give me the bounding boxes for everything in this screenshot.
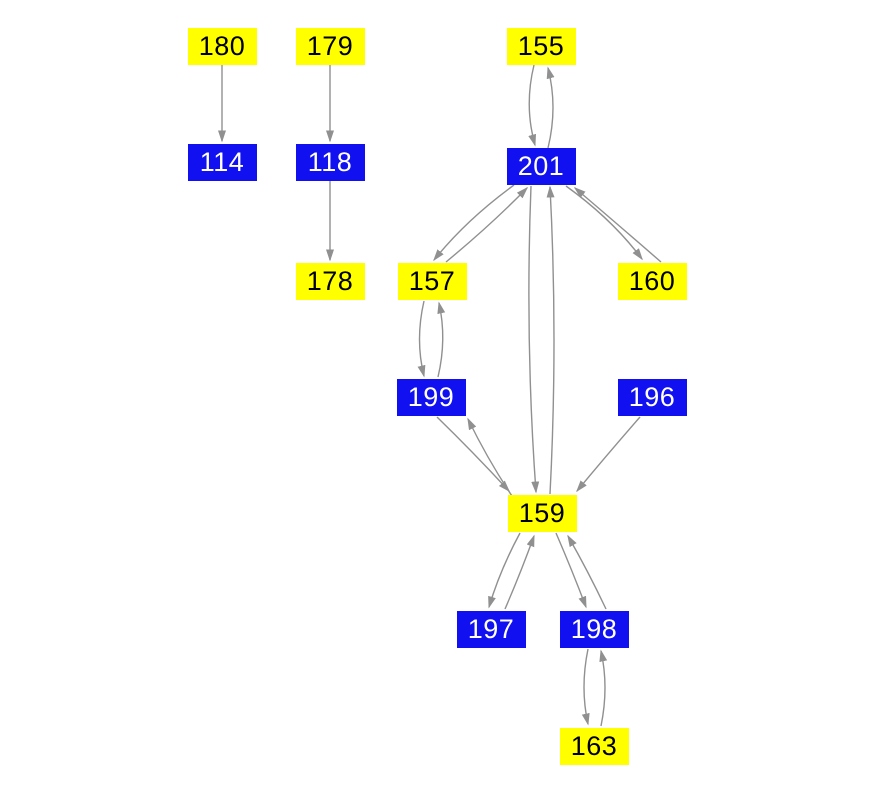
edge-157-201 — [445, 186, 529, 263]
node-201: 201 — [506, 147, 576, 185]
edge-159-197 — [488, 532, 521, 609]
node-179: 179 — [295, 27, 365, 65]
edge-160-201 — [573, 187, 662, 263]
edge-201-159 — [528, 185, 540, 494]
node-198: 198 — [559, 610, 629, 648]
node-157: 157 — [397, 262, 467, 300]
node-159: 159 — [507, 494, 577, 532]
edge-201-155 — [546, 66, 555, 149]
node-160: 160 — [617, 262, 687, 300]
edge-197-159 — [504, 534, 535, 610]
edge-198-159 — [567, 534, 607, 610]
node-196: 196 — [617, 378, 687, 416]
node-197: 197 — [456, 610, 526, 648]
edge-163-198 — [599, 649, 608, 727]
node-163: 163 — [559, 727, 629, 765]
edge-159-199 — [467, 417, 513, 497]
edge-201-160 — [565, 185, 643, 261]
edge-198-163 — [581, 648, 590, 726]
edge-155-201 — [528, 64, 537, 147]
edge-199-159 — [436, 416, 511, 493]
edge-201-157 — [433, 184, 515, 262]
node-155: 155 — [506, 27, 576, 65]
edge-196-159 — [576, 416, 641, 493]
node-114: 114 — [187, 143, 257, 181]
node-178: 178 — [295, 262, 365, 300]
edge-159-198 — [555, 532, 587, 609]
node-180: 180 — [187, 27, 257, 65]
edge-199-157 — [437, 301, 446, 378]
node-199: 199 — [396, 378, 466, 416]
edge-157-199 — [417, 300, 426, 378]
node-118: 118 — [295, 143, 365, 181]
edge-159-201 — [546, 185, 555, 495]
